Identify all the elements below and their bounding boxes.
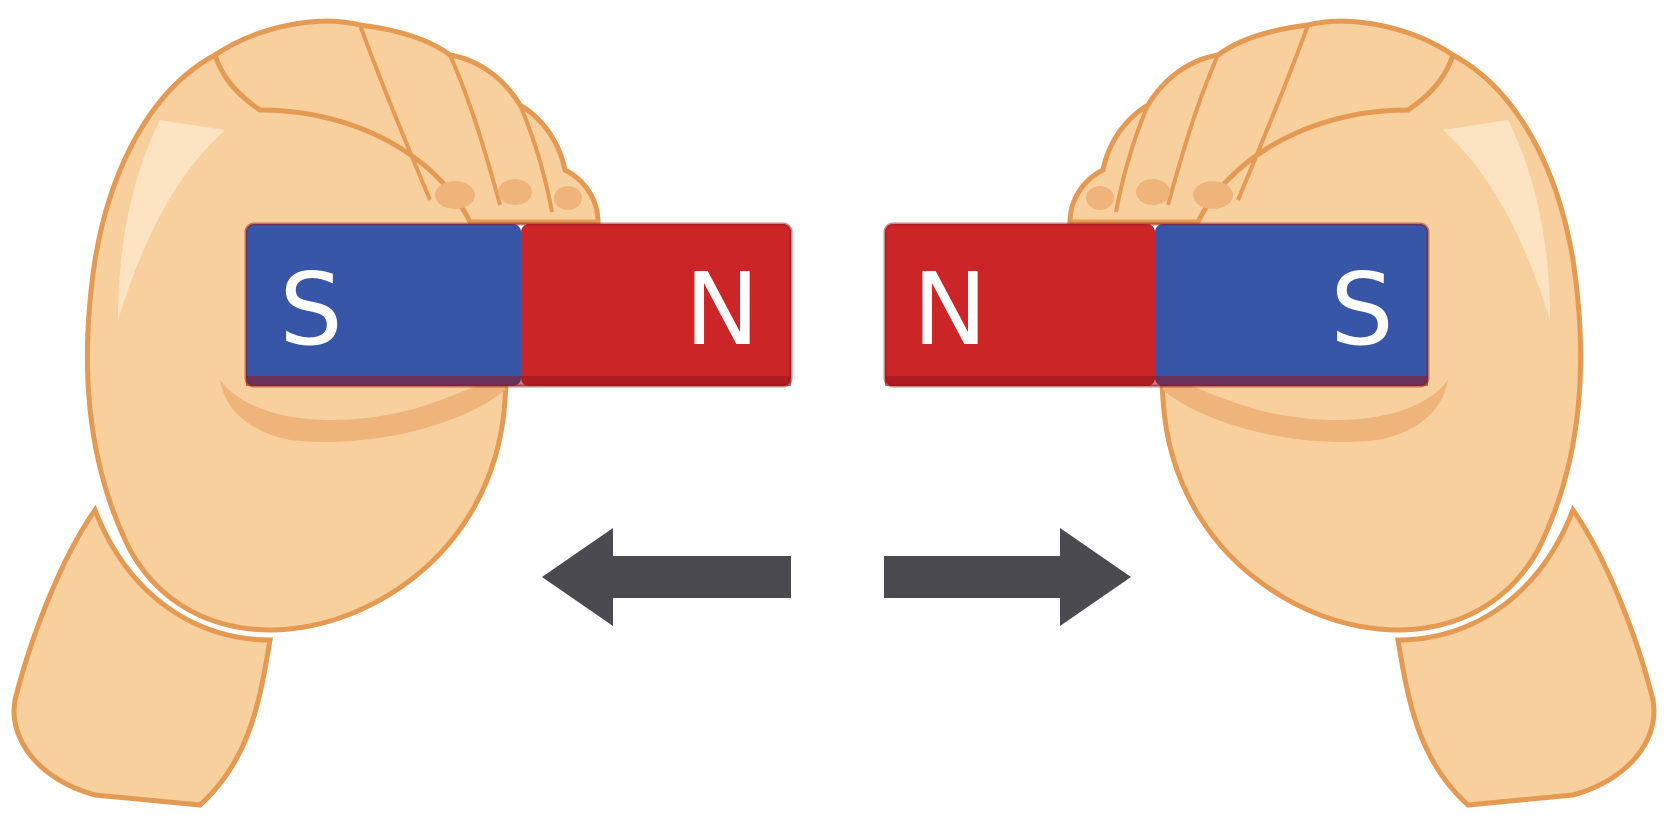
right-magnet-edge [883, 222, 1430, 388]
right-wrist [1395, 504, 1657, 808]
right-fingernail [1136, 179, 1170, 205]
right-magnet-south-label: S [1330, 251, 1393, 368]
arrow-left-shape [542, 528, 791, 626]
right-hand-highlight [1443, 120, 1550, 320]
left-fingernail [498, 179, 532, 205]
left-magnet-bottom-shade [246, 376, 791, 386]
left-finger-crease [358, 24, 432, 201]
left-magnet-south-pole [246, 224, 521, 386]
right-magnet-north-label: N [913, 251, 988, 368]
right-finger-crease [1166, 54, 1220, 206]
right-magnet-north-pole [885, 224, 1155, 386]
right-hand [1067, 18, 1657, 808]
left-fingernail [435, 181, 475, 209]
arrow-left-icon [542, 528, 791, 626]
left-hand [11, 18, 601, 808]
left-magnet-south-label: S [279, 251, 342, 368]
arrow-right-icon [884, 528, 1131, 626]
left-magnet-north-pole [521, 224, 791, 386]
left-hand-highlight [118, 120, 225, 320]
left-magnet-edge [244, 222, 793, 388]
right-magnet-bottom-shade [885, 376, 1428, 386]
left-palm-shadow [220, 372, 505, 442]
left-magnet-north-label: N [685, 251, 760, 368]
left-fingernail [554, 186, 582, 210]
right-finger-crease [1236, 24, 1310, 201]
right-finger-crease [1114, 104, 1150, 213]
right-palm-shadow [1163, 372, 1448, 442]
right-fingernail [1193, 181, 1233, 209]
left-wrist [11, 504, 273, 808]
left-magnet: S N [244, 222, 793, 388]
left-finger-crease [518, 104, 554, 213]
left-finger-crease [448, 54, 502, 206]
arrow-right-shape [884, 528, 1131, 626]
right-magnet-south-pole [1155, 224, 1428, 386]
right-magnet: N S [883, 222, 1430, 388]
right-fingernail [1086, 186, 1114, 210]
